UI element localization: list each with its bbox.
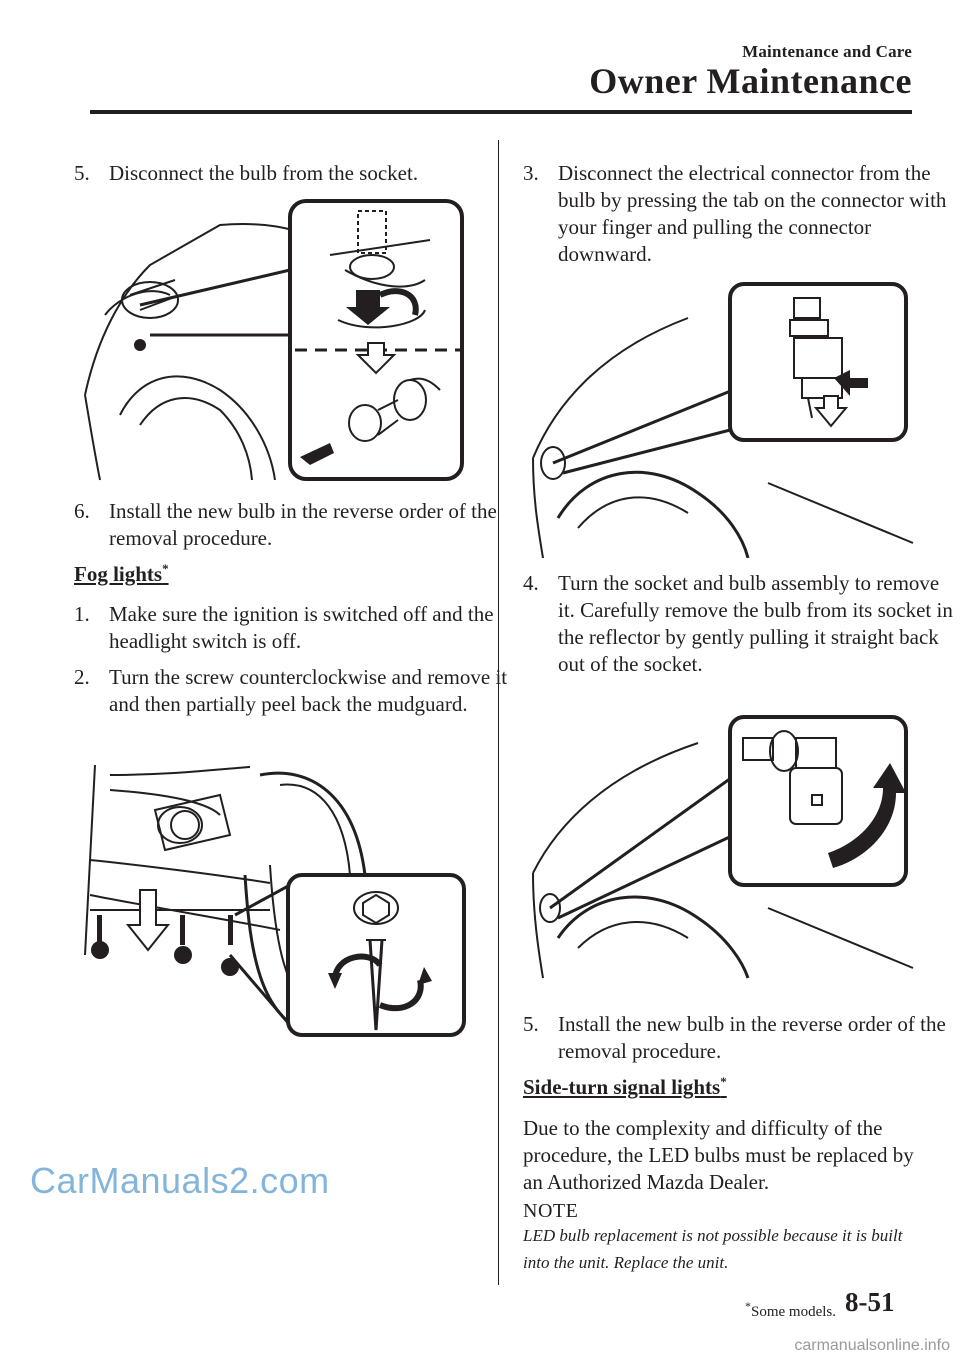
- step-text: Install the new bulb in the reverse orde…: [558, 1012, 946, 1063]
- fog-lights-heading: Fog lights*: [74, 561, 169, 587]
- step-text: Turn the socket and bulb assembly to rem…: [558, 571, 953, 676]
- step-ignition-off: 1. Make sure the ignition is switched off…: [74, 601, 519, 655]
- step-number: 3.: [523, 161, 539, 185]
- step-disconnect-connector: 3. Disconnect the electrical connector fr…: [523, 160, 953, 268]
- step-disconnect-bulb: 5. Disconnect the bulb from the socket.: [74, 160, 519, 187]
- footnote-text: Some models.: [751, 1304, 836, 1320]
- step-number: 2.: [74, 665, 90, 689]
- step-install-bulb: 6. Install the new bulb in the reverse or…: [74, 498, 519, 552]
- step-number: 5.: [74, 161, 90, 185]
- column-divider: [498, 140, 499, 1285]
- step-text: Disconnect the bulb from the socket.: [109, 161, 419, 185]
- some-models-mark: *: [162, 561, 169, 576]
- footnote-mark: *: [745, 1299, 751, 1313]
- step-number: 6.: [74, 499, 90, 523]
- page-number: 8-51: [845, 1287, 895, 1317]
- step-text: Turn the screw counterclockwise and remo…: [109, 665, 508, 716]
- step-text: Make sure the ignition is switched off a…: [109, 602, 494, 653]
- step-text: Install the new bulb in the reverse orde…: [109, 499, 497, 550]
- headlight-bulb-removal-illustration: [84, 199, 464, 481]
- side-turn-signal-heading: Side-turn signal lights*: [523, 1074, 727, 1100]
- fog-light-mudguard-illustration: [84, 764, 466, 1037]
- note-label: NOTE: [523, 1200, 579, 1222]
- socket-turn-illustration: [532, 715, 914, 979]
- side-turn-signal-heading-text: Side-turn signal lights: [523, 1075, 721, 1099]
- some-models-footnote: *Some models.: [745, 1299, 836, 1321]
- page-title: Owner Maintenance: [589, 61, 912, 101]
- some-models-mark: *: [720, 1074, 727, 1089]
- connector-disconnect-illustration: [532, 282, 914, 558]
- fog-lights-heading-text: Fog lights: [74, 562, 163, 586]
- step-text: Disconnect the electrical connector from…: [558, 161, 947, 266]
- step-install-bulb-right: 5. Install the new bulb in the reverse or…: [523, 1011, 953, 1065]
- watermark-carmanualsonline: carmanualsonline.info: [794, 1337, 950, 1354]
- step-number: 1.: [74, 602, 90, 626]
- step-turn-screw: 2. Turn the screw counterclockwise and re…: [74, 664, 519, 718]
- step-remove-socket: 4. Turn the socket and bulb assembly to r…: [523, 570, 953, 678]
- watermark-carmanuals2: CarManuals2.com: [30, 1160, 330, 1201]
- side-turn-signal-text: Due to the complexity and difficulty of …: [523, 1116, 914, 1194]
- section-label: Maintenance and Care: [742, 42, 912, 61]
- step-number: 4.: [523, 571, 539, 595]
- note-text: LED bulb replacement is not possible bec…: [523, 1226, 903, 1272]
- header-rule: [90, 110, 912, 114]
- step-number: 5.: [523, 1012, 539, 1036]
